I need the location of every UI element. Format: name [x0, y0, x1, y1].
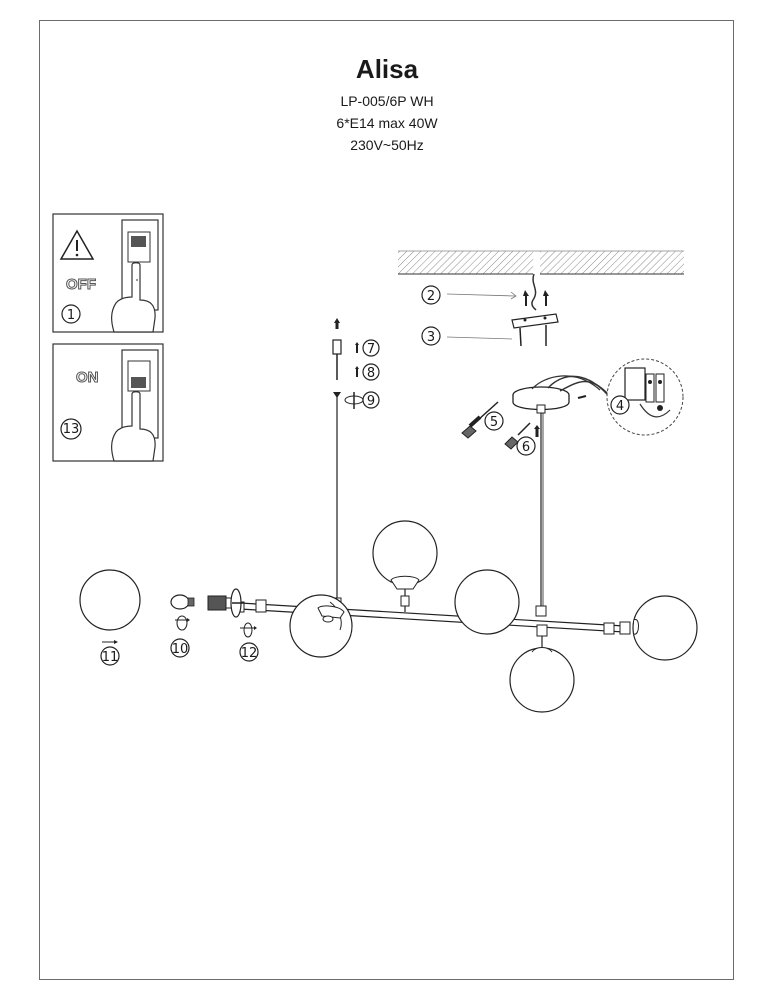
- svg-text:10: 10: [172, 642, 189, 657]
- glass-globe: [632, 595, 698, 661]
- bulb-spec: 6*E14 max 40W: [336, 115, 438, 131]
- model-number: LP-005/6P WH: [340, 93, 434, 109]
- page-frame: [39, 20, 734, 980]
- step-6-marker: 6: [516, 436, 536, 456]
- step-1-marker: 1: [61, 304, 81, 324]
- step-10-marker: 10: [170, 638, 190, 658]
- product-title: Alisa: [355, 54, 419, 84]
- mounting-bracket: [446, 313, 559, 347]
- power-off-panel: OFF 1: [52, 213, 164, 333]
- step-12-marker: 12: [239, 642, 259, 662]
- ceiling-surface: [398, 250, 684, 311]
- svg-text:5: 5: [490, 415, 498, 430]
- hand-pressing-icon: [111, 391, 156, 462]
- svg-text:8: 8: [367, 366, 375, 381]
- step-8-marker: 8: [355, 363, 380, 381]
- svg-text:3: 3: [427, 330, 435, 345]
- socket-holder: [207, 588, 257, 638]
- screwdriver-icon: [461, 401, 499, 439]
- svg-text:11: 11: [102, 650, 119, 665]
- power-on-panel: ON 13: [52, 343, 164, 462]
- ceiling-screws: [446, 290, 549, 306]
- svg-text:1: 1: [67, 308, 75, 323]
- suspension-cable-right: [535, 413, 547, 617]
- light-bulb-icon: [170, 594, 195, 631]
- svg-text:2: 2: [427, 289, 435, 304]
- step-3-marker: 3: [421, 326, 441, 346]
- step-11-marker: 11: [100, 640, 120, 666]
- glass-globe: [289, 594, 353, 658]
- step-9-marker: 9: [344, 391, 380, 409]
- on-label: ON: [76, 369, 99, 386]
- hand-pressing-icon: [111, 262, 156, 333]
- suspension-cable-left: [332, 318, 342, 607]
- step-2-marker: 2: [421, 285, 441, 305]
- off-label: OFF: [66, 276, 96, 293]
- step-13-marker: 13: [60, 418, 82, 440]
- svg-text:12: 12: [241, 646, 258, 661]
- step-5-marker: 5: [484, 411, 504, 431]
- step-4-marker: 4: [610, 395, 630, 415]
- glass-globe: [372, 520, 438, 612]
- voltage-spec: 230V~50Hz: [350, 137, 424, 153]
- step-7-marker: 7: [355, 339, 380, 357]
- svg-text:7: 7: [367, 342, 375, 357]
- svg-text:9: 9: [367, 394, 375, 409]
- svg-text:13: 13: [63, 422, 80, 437]
- svg-text:6: 6: [522, 440, 530, 455]
- glass-globe: [79, 569, 141, 631]
- warning-triangle-icon: [59, 229, 95, 260]
- glass-globe: [454, 569, 520, 635]
- svg-text:4: 4: [616, 399, 624, 414]
- terminal-block-detail: [606, 358, 684, 436]
- glass-globe: [509, 624, 575, 713]
